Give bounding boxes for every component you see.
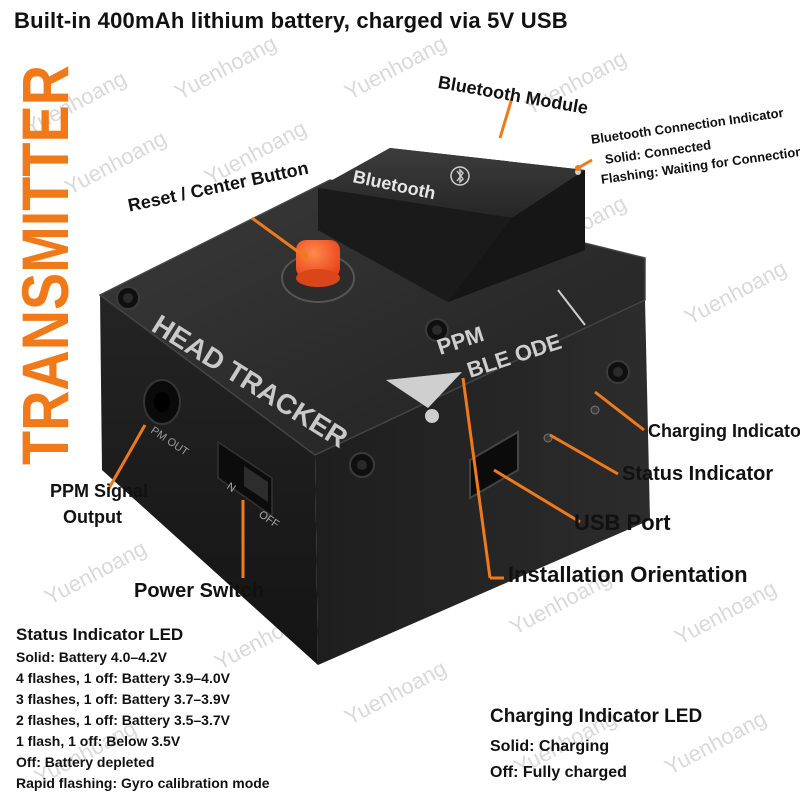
status-led-line: 4 flashes, 1 off: Battery 3.9–4.0V (16, 670, 230, 686)
callout-usb-port: USB Port (574, 510, 671, 535)
callout-ppm-output-line1: PPM Signal (50, 481, 149, 501)
callout-installation-orientation: Installation Orientation (508, 562, 748, 587)
callout-power-switch: Power Switch (134, 580, 265, 602)
headline: Built-in 400mAh lithium battery, charged… (14, 8, 568, 33)
screw-icon (606, 360, 630, 384)
status-led-line: 2 flashes, 1 off: Battery 3.5–3.7V (16, 712, 230, 728)
reset-button[interactable] (281, 240, 355, 303)
callout-ppm-output-line2: Output (63, 507, 122, 527)
charging-led-legend: Charging Indicator LED Solid: Charging O… (490, 706, 702, 786)
bluetooth-module: Bluetooth (318, 148, 585, 302)
status-led-line: 3 flashes, 1 off: Battery 3.7–3.9V (16, 691, 230, 707)
ppm-out-jack[interactable] (143, 379, 181, 425)
power-switch[interactable] (217, 440, 273, 518)
status-led-line: 1 flash, 1 off: Below 3.5V (16, 733, 181, 749)
status-led-line: Off: Battery depleted (16, 754, 155, 770)
vertical-title: TRANSMITTER (8, 65, 82, 465)
status-led-title: Status Indicator LED (16, 625, 184, 644)
callout-status-indicator: Status Indicator (622, 463, 774, 485)
status-led-line: Rapid flashing: Gyro calibration mode (16, 775, 270, 791)
charging-led-line: Solid: Charging (490, 738, 610, 755)
status-led-line: Solid: Battery 4.0–4.2V (16, 649, 167, 665)
callout-charging-indicator: Charging Indicator (648, 421, 800, 441)
charging-led-line: Off: Fully charged (490, 764, 627, 781)
orientation-arrow-icon (386, 372, 462, 408)
bluetooth-icon (450, 166, 470, 186)
screw-icon (349, 452, 375, 478)
charging-indicator-led-icon (590, 405, 600, 415)
transmitter-title: TRANSMITTER (8, 65, 82, 465)
charging-led-title: Charging Indicator LED (490, 706, 703, 727)
usb-port[interactable] (469, 430, 519, 500)
screw-icon (116, 286, 140, 310)
status-led-legend: Status Indicator LED Solid: Battery 4.0–… (16, 625, 270, 794)
screw-icon (425, 318, 449, 342)
status-led-icon (425, 409, 439, 423)
